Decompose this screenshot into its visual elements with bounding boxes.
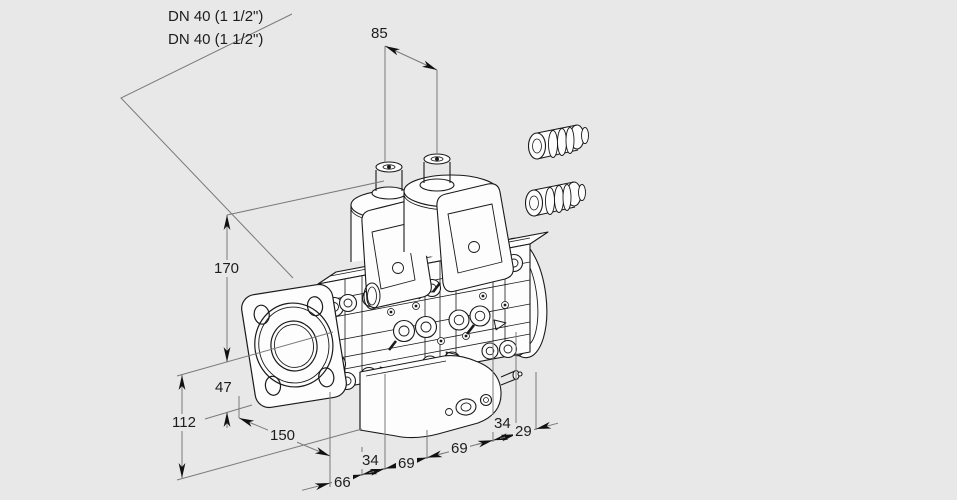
dim-label-66: 66 <box>332 474 353 491</box>
cable-gland-1 <box>527 124 589 160</box>
dim-label-85: 85 <box>369 25 390 42</box>
dim-label-47: 47 <box>213 379 234 396</box>
solenoid-right-cover <box>436 183 514 293</box>
port-label-2: DN 40 (1 1/2") <box>168 31 264 48</box>
dim-label-34a: 34 <box>360 452 381 469</box>
cable-gland-2 <box>524 181 586 217</box>
dim-label-69a: 69 <box>396 455 417 472</box>
port-label-1: DN 40 (1 1/2") <box>168 8 264 25</box>
hash-marks <box>387 282 476 351</box>
leader-line <box>120 13 294 279</box>
dim-label-112: 112 <box>170 414 198 431</box>
solenoid-right <box>403 153 514 293</box>
dim-label-69b: 69 <box>449 440 470 457</box>
dim-label-34b: 34 <box>492 415 513 432</box>
test-nipple <box>500 369 523 386</box>
dim-label-150: 150 <box>268 427 298 444</box>
dim-85-line <box>384 45 438 71</box>
dim-label-29: 29 <box>513 423 534 440</box>
small-screws <box>387 292 509 345</box>
dim-label-170: 170 <box>212 260 242 277</box>
left-flange <box>241 283 347 409</box>
bottom-unit <box>359 355 523 439</box>
